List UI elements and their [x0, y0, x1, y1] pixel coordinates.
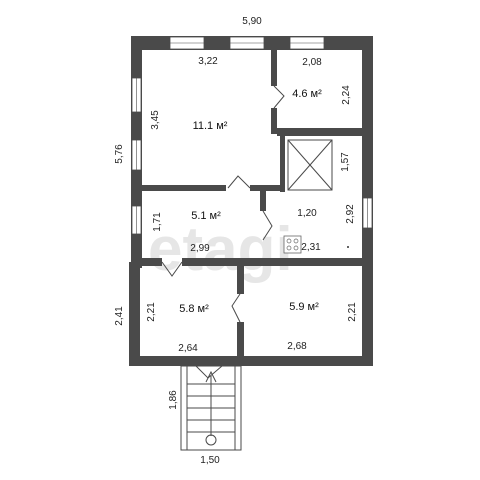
hall-height: 1,71	[152, 212, 163, 232]
lower-right-height: 2,21	[347, 302, 358, 322]
stairs-width-label: 1,50	[200, 455, 220, 466]
overall-width-label: 5,90	[242, 16, 262, 27]
stair-area-height: 1,57	[340, 152, 351, 172]
main-room-height: 3,45	[150, 110, 161, 130]
lower-left-area: 5.8 м²	[179, 303, 209, 315]
entrance-stairs	[180, 365, 242, 451]
lower-right-area: 5.9 м²	[289, 301, 319, 313]
stairs-length-label: 1,86	[168, 390, 179, 410]
stair-opening	[287, 139, 333, 191]
small-room-area: 4.6 м²	[292, 88, 322, 100]
lower-height-label: 2,41	[114, 306, 125, 326]
main-room-width: 3,22	[198, 56, 218, 67]
kitchen-width: 2,31	[301, 242, 321, 253]
small-room-height: 2,24	[341, 85, 352, 105]
stair-area-width: 1,20	[297, 208, 317, 219]
stove-icon	[283, 235, 302, 254]
watermark: etagi	[148, 215, 293, 284]
hall-width: 2,99	[190, 243, 210, 254]
lower-left-width: 2,64	[178, 343, 198, 354]
overall-height-label: 5,76	[114, 144, 125, 164]
lower-left-height: 2,21	[146, 302, 157, 322]
small-room-width: 2,08	[302, 57, 322, 68]
walls	[129, 36, 373, 366]
main-room-area: 11.1 м²	[193, 120, 228, 132]
kitchen-height: 2,92	[345, 204, 356, 224]
sink-mark	[347, 246, 349, 248]
lower-right-width: 2,68	[287, 341, 307, 352]
hall-area: 5.1 м²	[191, 210, 221, 222]
